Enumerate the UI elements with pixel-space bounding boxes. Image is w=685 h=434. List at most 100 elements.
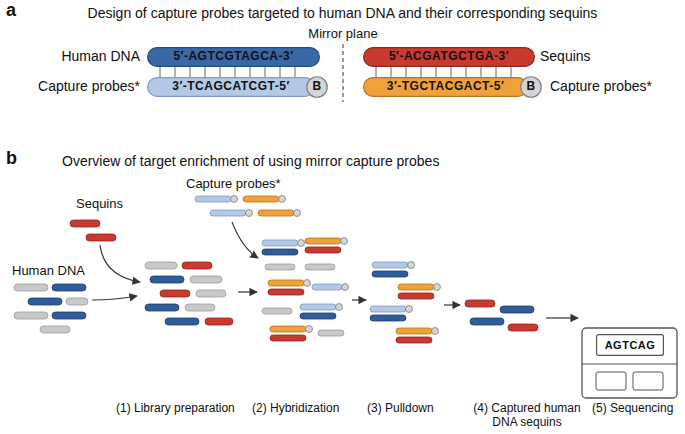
dna-fragment bbox=[185, 304, 215, 311]
mirror-plane-label: Mirror plane bbox=[243, 26, 443, 42]
probe-fragment bbox=[243, 196, 279, 202]
sequencer-body bbox=[582, 328, 677, 398]
base-pair-tick bbox=[376, 67, 377, 77]
strand-label: Capture probes* bbox=[6, 78, 140, 95]
base-pair-tick bbox=[190, 67, 191, 77]
base-pair-tick bbox=[391, 67, 392, 77]
dna-fragment bbox=[52, 312, 86, 319]
base-pair-tick bbox=[235, 67, 236, 77]
process-arrow bbox=[100, 245, 140, 282]
probe-fragment bbox=[305, 238, 341, 244]
dna-fragment bbox=[66, 298, 88, 305]
dna-fragment bbox=[262, 308, 292, 314]
panel-letter: b bbox=[6, 148, 17, 170]
strand-label: Human DNA bbox=[20, 48, 140, 65]
process-arrow bbox=[238, 291, 257, 292]
base-pair-tick bbox=[160, 67, 161, 77]
panel-letter: a bbox=[6, 0, 16, 22]
strand-label: Sequins bbox=[540, 48, 591, 65]
sequin-fragment bbox=[205, 318, 233, 325]
dna-fragment bbox=[14, 312, 48, 319]
biotin-bead bbox=[434, 284, 441, 291]
dna-fragment bbox=[372, 271, 408, 277]
sequencer-slot bbox=[633, 372, 663, 390]
base-pair-tick bbox=[175, 67, 176, 77]
dna-fragment bbox=[40, 326, 70, 333]
process-arrow bbox=[92, 296, 137, 300]
node-text: B bbox=[312, 80, 321, 93]
probe-fragment bbox=[396, 328, 432, 334]
biotin-bead bbox=[432, 328, 439, 335]
step-label: (1) Library preparation bbox=[116, 401, 235, 415]
biotin-circle: B bbox=[520, 76, 542, 98]
dna-fragment bbox=[145, 304, 179, 311]
biotin-bead bbox=[231, 196, 238, 203]
biotin-bead bbox=[294, 210, 301, 217]
capture-probe-strand: 3′-TCAGCATCGT-5′ bbox=[147, 77, 315, 97]
sequin-fragment bbox=[70, 220, 100, 227]
strand-label: Capture probes* bbox=[550, 78, 652, 95]
dna-fragment bbox=[470, 318, 504, 325]
node-text: 3′-TCAGCATCGT-5′ bbox=[172, 80, 290, 93]
panel-title: Overview of target enrichment of using m… bbox=[62, 153, 439, 170]
dna-fragment bbox=[318, 330, 344, 336]
node-text: 5′-ACGATGCTGA-3′ bbox=[389, 50, 509, 63]
sequin-fragment bbox=[465, 300, 495, 307]
dna-fragment bbox=[265, 264, 295, 270]
biotin-bead bbox=[341, 238, 348, 245]
process-arrow bbox=[352, 299, 366, 300]
process-arrow bbox=[232, 222, 258, 258]
dna-fragment bbox=[52, 284, 86, 291]
probe-fragment bbox=[270, 326, 306, 332]
sequin-strand: 5′-ACGATGCTGA-3′ bbox=[363, 47, 535, 67]
sequin-strand-shape bbox=[364, 48, 535, 67]
base-pair-tick bbox=[436, 67, 437, 77]
base-pair-tick bbox=[481, 67, 482, 77]
dna-fragment bbox=[300, 313, 336, 319]
sequin-fragment bbox=[396, 337, 432, 343]
dna-fragment bbox=[28, 298, 62, 305]
biotin-bead bbox=[279, 196, 286, 203]
node-text: 5′-AGTCGTAGCA-3′ bbox=[173, 50, 293, 63]
probe-fragment bbox=[210, 210, 246, 216]
process-arrow bbox=[444, 304, 460, 305]
probe-fragment bbox=[262, 240, 298, 246]
input-label: Capture probes* bbox=[186, 176, 281, 192]
input-label: Human DNA bbox=[12, 263, 85, 279]
biotin-circle-shape bbox=[307, 77, 328, 98]
base-pair-tick bbox=[496, 67, 497, 77]
dna-fragment bbox=[196, 290, 226, 297]
probe-fragment bbox=[268, 280, 304, 286]
sequin-fragment bbox=[305, 247, 341, 253]
base-pair-tick bbox=[205, 67, 206, 77]
human-dna-strand-shape bbox=[148, 48, 320, 67]
sequin-fragment bbox=[398, 293, 434, 299]
human-dna-strand: 5′-AGTCGTAGCA-3′ bbox=[147, 47, 320, 67]
node-text: AGTCAG bbox=[605, 339, 656, 351]
probe-fragment bbox=[312, 284, 342, 290]
dna-fragment bbox=[500, 306, 534, 313]
dna-fragment bbox=[370, 315, 406, 321]
sequin-fragment bbox=[508, 324, 538, 331]
probe-fragment bbox=[300, 304, 336, 310]
probe-fragment bbox=[195, 196, 231, 202]
sequencer-divider bbox=[582, 364, 677, 365]
step-label: (5) Sequencing bbox=[592, 401, 673, 415]
base-pair-tick bbox=[451, 67, 452, 77]
base-pair-tick bbox=[250, 67, 251, 77]
biotin-circle: B bbox=[306, 76, 328, 98]
probe-fragment bbox=[258, 210, 294, 216]
biotin-bead bbox=[298, 240, 305, 247]
base-pair-tick bbox=[466, 67, 467, 77]
biotin-bead bbox=[408, 262, 415, 269]
input-label: Sequins bbox=[76, 196, 123, 212]
sequin-fragment bbox=[270, 335, 306, 341]
capture-probe-strand: 3′-TGCTACGACT-5′ bbox=[363, 77, 528, 97]
biotin-bead bbox=[336, 304, 343, 311]
base-pair-tick bbox=[265, 67, 266, 77]
biotin-bead bbox=[304, 280, 311, 287]
dna-fragment bbox=[305, 264, 335, 270]
